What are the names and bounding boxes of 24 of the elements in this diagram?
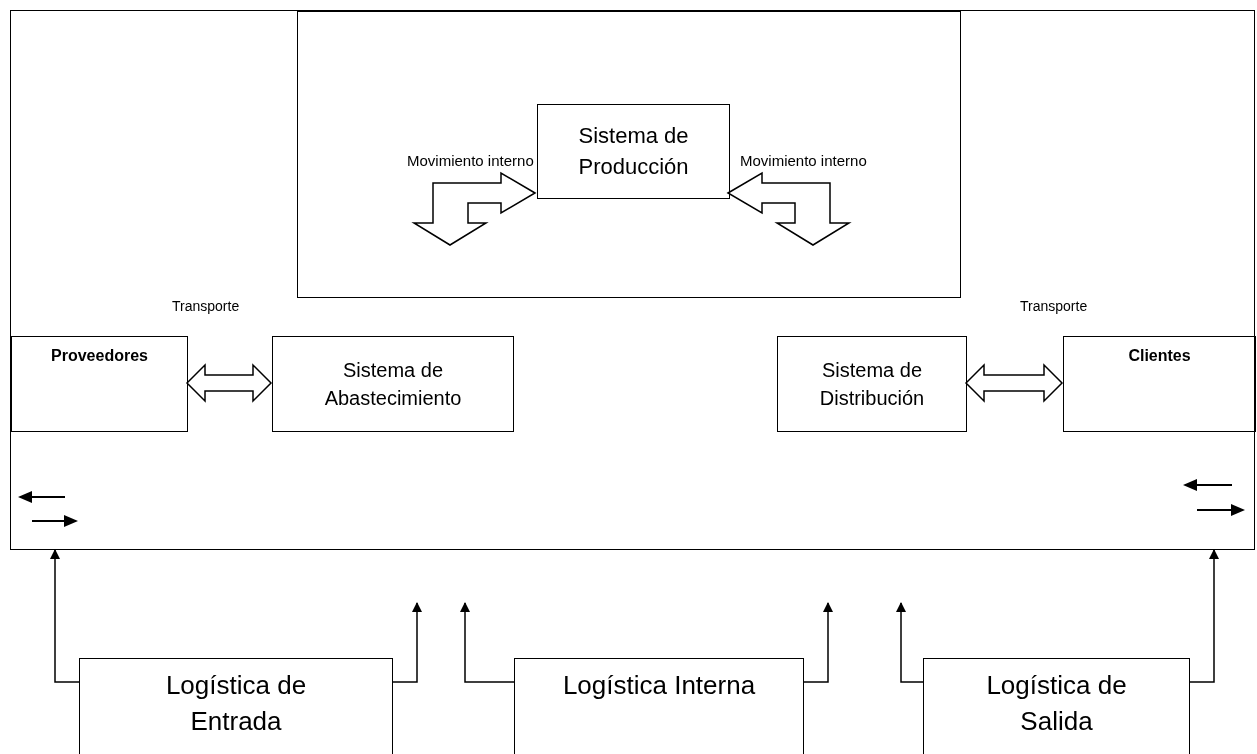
process-box: Sistema de Abastecimiento bbox=[272, 336, 514, 432]
arrow bbox=[896, 602, 924, 683]
block-arrow bbox=[726, 171, 852, 246]
category-box: Logística Interna bbox=[514, 658, 804, 754]
arrow bbox=[803, 602, 833, 683]
edge-label: Movimiento interno bbox=[738, 152, 869, 169]
block-arrow bbox=[964, 363, 1064, 403]
block-arrow bbox=[185, 363, 273, 403]
arrow bbox=[460, 602, 515, 683]
process-box: Clientes bbox=[1063, 336, 1256, 432]
outer-frame bbox=[10, 10, 1255, 550]
process-box: Sistema de Distribución bbox=[777, 336, 967, 432]
category-box: Logística de Salida bbox=[923, 658, 1190, 754]
edge-label: Movimiento interno bbox=[405, 152, 536, 169]
arrow bbox=[1189, 549, 1219, 683]
process-box: Proveedores bbox=[11, 336, 188, 432]
process-box: Sistema de Producción bbox=[537, 104, 730, 199]
edge-label: Transporte bbox=[170, 298, 242, 314]
arrow bbox=[392, 602, 422, 683]
edge-label: Transporte bbox=[1018, 298, 1090, 314]
category-box: Logística de Entrada bbox=[79, 658, 393, 754]
arrow bbox=[50, 549, 80, 683]
block-arrow bbox=[411, 171, 537, 246]
production-frame bbox=[297, 11, 961, 298]
